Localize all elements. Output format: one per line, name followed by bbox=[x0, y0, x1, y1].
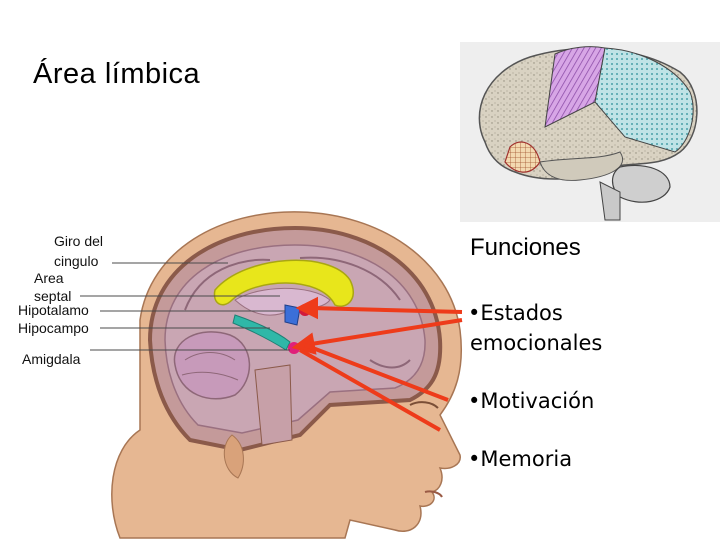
functions-heading: Funciones bbox=[470, 234, 581, 262]
sagittal-head-image bbox=[0, 200, 470, 540]
label-area: Area bbox=[34, 271, 64, 286]
function-item-estados: •Estados bbox=[468, 301, 563, 325]
label-amigdala: Amigdala bbox=[22, 352, 80, 367]
label-giro-del: Giro del bbox=[54, 234, 103, 249]
lateral-brain-image bbox=[460, 42, 720, 222]
function-item-memoria: •Memoria bbox=[468, 447, 572, 471]
label-cingulo: cingulo bbox=[54, 254, 98, 269]
label-hipotalamo: Hipotalamo bbox=[18, 303, 89, 318]
function-item-emocionales: emocionales bbox=[470, 331, 602, 355]
page-title: Área límbica bbox=[33, 58, 200, 91]
label-hipocampo: Hipocampo bbox=[18, 321, 89, 336]
function-item-motivacion: •Motivación bbox=[468, 389, 594, 413]
